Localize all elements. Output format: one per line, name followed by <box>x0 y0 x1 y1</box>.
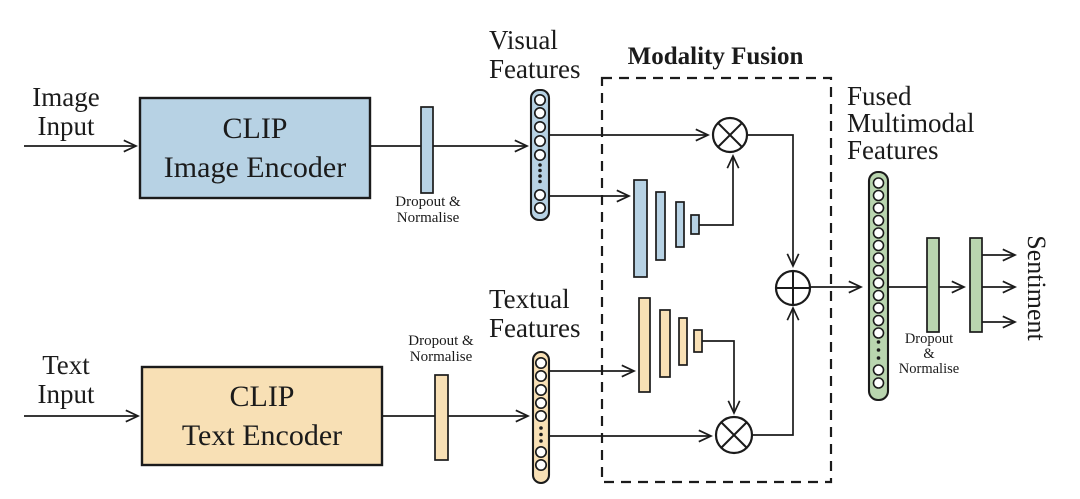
clip-image-encoder-line1: CLIP <box>222 112 288 145</box>
clip-text-encoder-label: CLIP Text Encoder <box>142 367 382 465</box>
visual-feature-ellipsis-dots <box>538 163 542 184</box>
modality-fusion-title: Modality Fusion <box>627 43 804 70</box>
textual-feature-nodes <box>534 356 548 472</box>
text-dropout-normalise-bar <box>434 374 449 461</box>
fused-features-vector <box>867 170 890 402</box>
textual-mlp-to-multiply-arrow <box>702 340 741 416</box>
clip-text-encoder-line2: Text Encoder <box>181 419 343 452</box>
multiply-to-add-arrow-top <box>747 134 800 269</box>
image-dropout-normalise-bar <box>420 106 434 194</box>
visual-features-label: Visual Features <box>489 25 581 84</box>
output-arrows <box>810 248 1018 329</box>
fused-features-label: Fused Multimodal Features <box>847 81 975 165</box>
text-branch-arrows <box>24 305 800 443</box>
fused-dropout-label: Dropout & Normalise <box>898 331 960 378</box>
clip-text-encoder-box <box>140 365 384 467</box>
multiply-to-add-arrow-bottom <box>752 305 800 436</box>
sentiment-label: Sentiment <box>1022 235 1051 341</box>
visual-features-vector <box>529 88 551 222</box>
image-input-label: Image Input <box>32 82 100 141</box>
output-layer-bars <box>926 237 983 333</box>
modality-fusion-box <box>600 76 833 484</box>
textual-features-vector <box>531 350 551 485</box>
visual-feature-nodes <box>533 93 547 215</box>
fused-feature-ellipsis-dots <box>876 340 881 360</box>
textual-features-label: Textual Features <box>489 284 581 343</box>
clip-image-encoder-line2: Image Encoder <box>163 151 347 184</box>
multiply-operator-textual <box>714 415 754 455</box>
fused-dropout-normalise-bar <box>926 237 940 333</box>
image-dropout-label: Dropout & Normalise <box>395 194 461 227</box>
clip-image-encoder-box <box>138 96 372 200</box>
clip-image-encoder-label: CLIP Image Encoder <box>140 98 370 198</box>
visual-mlp-bars <box>633 179 700 278</box>
textual-feature-ellipsis-dots <box>539 426 543 443</box>
textual-mlp-bars <box>638 297 703 393</box>
fused-feature-nodes <box>872 177 885 389</box>
add-operator <box>774 269 812 307</box>
image-branch-arrows <box>24 128 800 269</box>
text-input-label: Text Input <box>37 350 95 409</box>
clip-text-encoder-line1: CLIP <box>229 380 295 413</box>
visual-mlp-to-multiply-arrow <box>699 153 740 226</box>
classifier-bar <box>969 237 983 333</box>
text-dropout-label: Dropout & Normalise <box>408 333 474 366</box>
multiply-operator-visual <box>711 116 749 154</box>
